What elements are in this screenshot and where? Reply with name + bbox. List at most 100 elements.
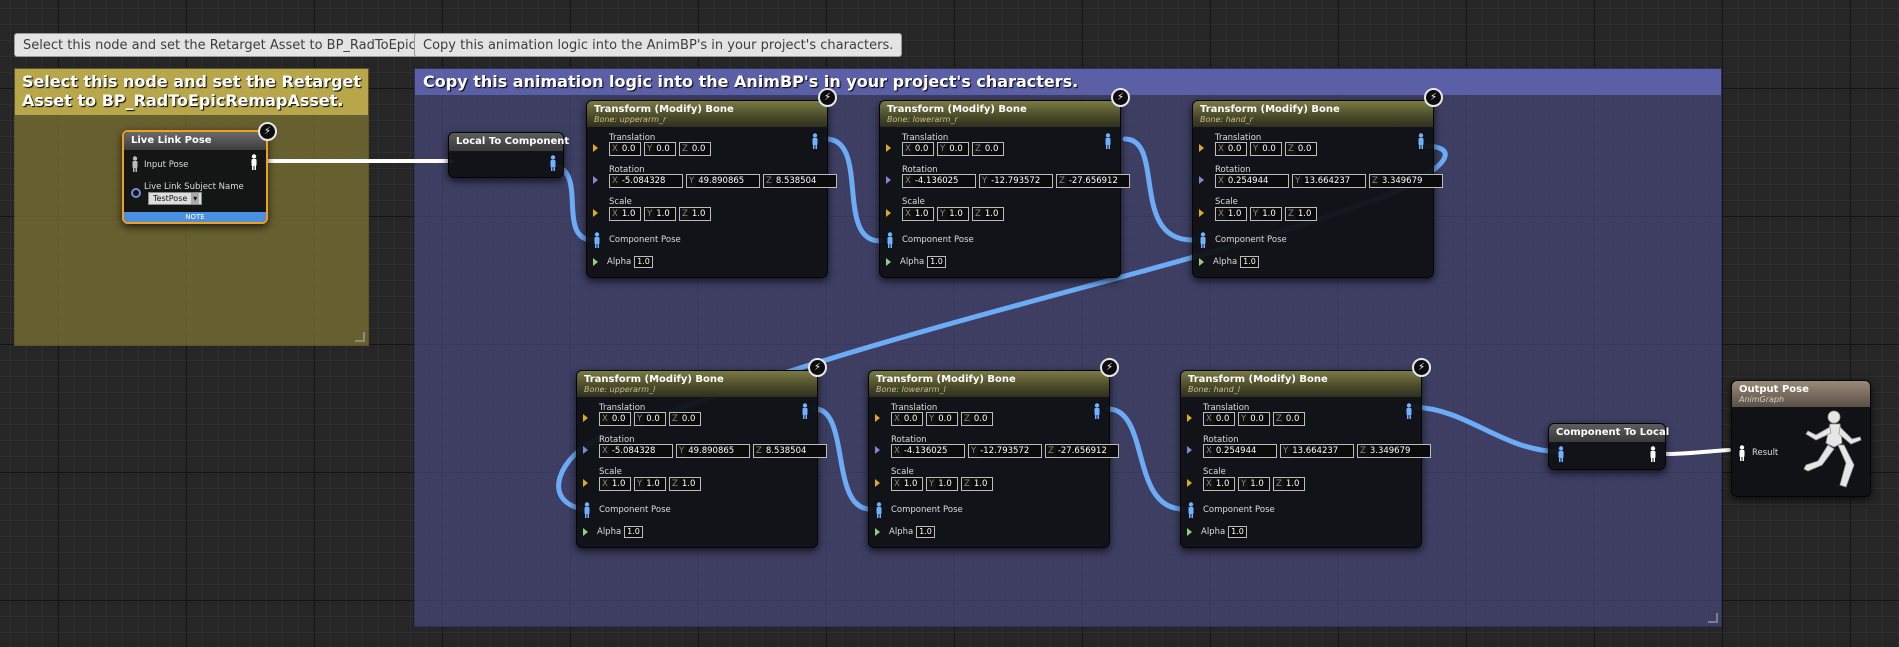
- translation-pin[interactable]: [875, 414, 880, 422]
- component-pose-in-pin[interactable]: [1199, 232, 1207, 248]
- output-pose-node[interactable]: Output Pose AnimGraph Result: [1731, 380, 1871, 497]
- alpha-pin[interactable]: [593, 258, 598, 266]
- value-field[interactable]: X-5.084328: [599, 444, 673, 458]
- resize-handle[interactable]: [1708, 613, 1718, 623]
- component-pose-in-pin[interactable]: [875, 502, 883, 518]
- transform-bone-node-upperarm-l[interactable]: Transform (Modify) Bone Bone: upperarm_l…: [576, 370, 827, 548]
- live-link-pose-node[interactable]: Live Link Pose Input Pose Live Link Subj…: [122, 130, 268, 224]
- translation-pin[interactable]: [1187, 414, 1192, 422]
- component-pose-out-pin[interactable]: [801, 403, 809, 419]
- value-field[interactable]: X-4.136025: [902, 174, 976, 188]
- scale-pin[interactable]: [875, 479, 880, 487]
- alpha-pin[interactable]: [875, 528, 880, 536]
- translation-pin[interactable]: [583, 414, 588, 422]
- scale-pin[interactable]: [1187, 479, 1192, 487]
- alpha-field[interactable]: 1.0: [916, 526, 935, 538]
- rotation-pin[interactable]: [593, 176, 598, 184]
- local-pose-out-pin[interactable]: [1649, 446, 1657, 462]
- alpha-pin[interactable]: [1199, 258, 1204, 266]
- output-pose-pin[interactable]: [250, 154, 258, 170]
- local-to-component-node[interactable]: Local To Component: [448, 132, 569, 178]
- alpha-field[interactable]: 1.0: [1228, 526, 1247, 538]
- rotation-pin[interactable]: [583, 446, 588, 454]
- comment-title-retarget[interactable]: Select this node and set the Retarget As…: [15, 69, 368, 115]
- translation-pin[interactable]: [593, 144, 598, 152]
- scale-pin[interactable]: [1199, 209, 1204, 217]
- component-pose-in-pin[interactable]: [593, 232, 601, 248]
- component-pose-in-pin[interactable]: [1187, 502, 1195, 518]
- value-field[interactable]: Z-27.656912: [1056, 174, 1130, 188]
- subject-name-pin[interactable]: [131, 188, 141, 198]
- component-pose-in-pin[interactable]: [1557, 446, 1565, 462]
- alpha-field[interactable]: 1.0: [634, 256, 653, 268]
- translation-pin[interactable]: [886, 144, 891, 152]
- transform-bone-node-lowerarm-r[interactable]: Transform (Modify) Bone Bone: lowerarm_r…: [879, 100, 1130, 278]
- alpha-pin[interactable]: [583, 528, 588, 536]
- alpha-field[interactable]: 1.0: [927, 256, 946, 268]
- subject-name-combo[interactable]: TestPose▾: [148, 192, 203, 205]
- component-pose-out-pin[interactable]: [1417, 133, 1425, 149]
- value-field[interactable]: Y-12.793572: [979, 174, 1053, 188]
- comment-box-retarget[interactable]: Select this node and set the Retarget As…: [14, 68, 369, 346]
- alpha-field[interactable]: 1.0: [624, 526, 643, 538]
- rotation-pin[interactable]: [1199, 176, 1204, 184]
- scale-pin[interactable]: [886, 209, 891, 217]
- rotation-pin[interactable]: [1187, 446, 1192, 454]
- value-field[interactable]: Z-27.656912: [1045, 444, 1119, 458]
- rotation-pin[interactable]: [875, 446, 880, 454]
- comment-title-copy-logic[interactable]: Copy this animation logic into the AnimB…: [415, 69, 1721, 95]
- transform-bone-node-upperarm-r[interactable]: Transform (Modify) Bone Bone: upperarm_r…: [586, 100, 837, 278]
- scale-pin[interactable]: [593, 209, 598, 217]
- transform-bone-node-hand-r[interactable]: Transform (Modify) Bone Bone: hand_r Tra…: [1192, 100, 1443, 278]
- rotation-pin[interactable]: [886, 176, 891, 184]
- component-pose-out-pin[interactable]: [811, 133, 819, 149]
- component-pose-out-pin[interactable]: [549, 155, 557, 171]
- scale-pin[interactable]: [583, 479, 588, 487]
- transform-bone-node-lowerarm-l[interactable]: Transform (Modify) Bone Bone: lowerarm_l…: [868, 370, 1119, 548]
- alpha-pin[interactable]: [886, 258, 891, 266]
- alpha-field[interactable]: 1.0: [1240, 256, 1259, 268]
- translation-pin[interactable]: [1199, 144, 1204, 152]
- alpha-pin[interactable]: [1187, 528, 1192, 536]
- resize-handle[interactable]: [355, 332, 365, 342]
